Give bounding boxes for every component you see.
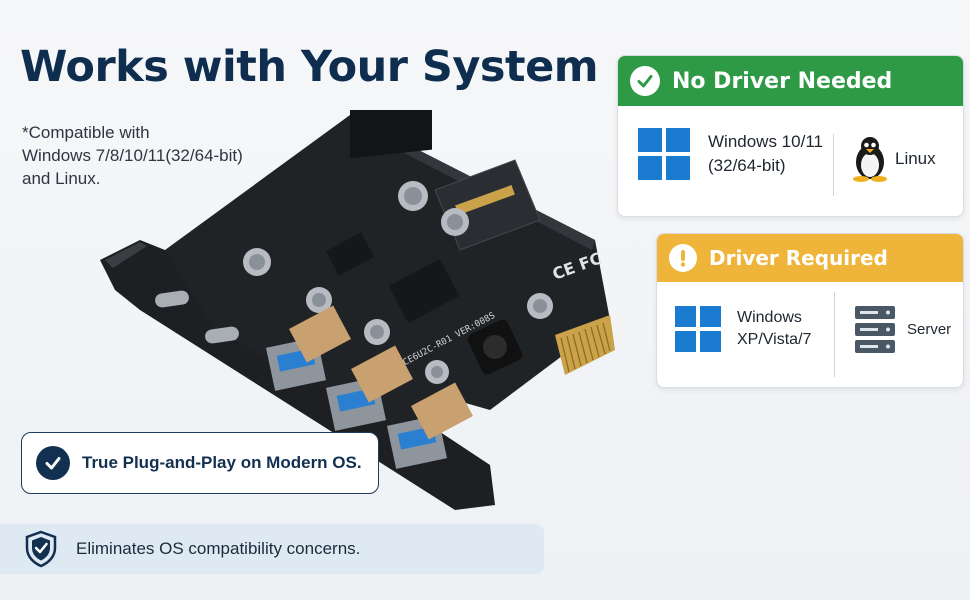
usb-pcie-card-image: CE FC PCE6U2C-R01 VER:008S	[100, 110, 615, 510]
capacitors	[243, 181, 553, 384]
pcie-gold-connector	[555, 315, 615, 375]
no-driver-title: No Driver Needed	[672, 68, 893, 94]
usb-c-port	[155, 290, 189, 308]
shield-check-icon	[25, 530, 57, 568]
usb-header-connector	[350, 110, 432, 159]
driver-required-header: Driver Required	[657, 234, 963, 282]
os-label-line: Linux	[895, 149, 936, 168]
os-item-linux: Linux	[851, 136, 936, 182]
compat-line: *Compatible with	[22, 123, 150, 142]
driver-required-panel: Driver Required Windows XP/Vista/7 Ser	[656, 233, 964, 388]
server-icon	[855, 306, 895, 353]
compatibility-banner: Eliminates OS compatibility concerns.	[0, 524, 544, 574]
os-label-line: Server	[907, 321, 952, 338]
os-label-line: (32/64-bit)	[708, 156, 786, 175]
no-driver-header: No Driver Needed	[618, 56, 963, 106]
controller-chip	[388, 258, 460, 324]
banner-text: Eliminates OS compatibility concerns.	[76, 539, 361, 558]
os-item-windows-xp-vista-7: Windows XP/Vista/7	[675, 306, 811, 352]
os-label-line: Windows	[737, 309, 802, 326]
page-title: Works with Your System	[20, 42, 599, 92]
linux-penguin-icon	[853, 137, 887, 182]
divider	[833, 134, 834, 196]
no-driver-needed-panel: No Driver Needed Windows 10/11 (32/64-bi…	[617, 55, 964, 217]
divider	[834, 292, 835, 377]
compat-line: and Linux.	[22, 169, 101, 188]
os-item-server: Server	[855, 306, 951, 354]
plug-and-play-text: True Plug-and-Play on Modern OS.	[82, 453, 362, 472]
compat-line: Windows 7/8/10/11(32/64-bit)	[22, 146, 243, 165]
check-circle-icon	[36, 446, 70, 480]
check-icon	[630, 66, 660, 96]
exclamation-icon	[669, 244, 697, 272]
os-item-windows-10-11: Windows 10/11 (32/64-bit)	[638, 128, 823, 180]
compatibility-note: *Compatible with Windows 7/8/10/11(32/64…	[22, 121, 302, 190]
windows-logo-icon	[638, 128, 690, 180]
os-label-line: XP/Vista/7	[737, 331, 812, 348]
windows-logo-icon	[675, 306, 721, 352]
driver-required-title: Driver Required	[709, 246, 888, 270]
usb-c-port	[205, 326, 239, 344]
os-label-line: Windows 10/11	[708, 132, 823, 151]
plug-and-play-badge: True Plug-and-Play on Modern OS.	[21, 432, 379, 494]
